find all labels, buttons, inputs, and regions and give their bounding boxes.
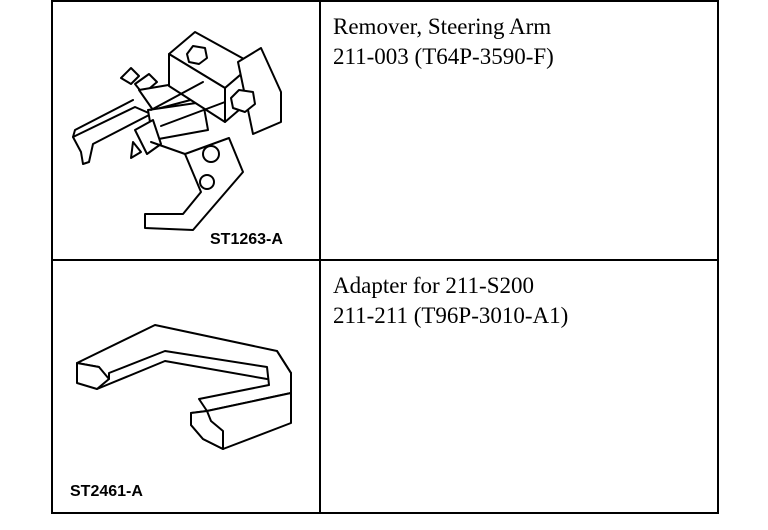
row-divider	[53, 259, 717, 261]
column-divider	[319, 2, 321, 512]
tool-illustration-cell: ST2461-A	[53, 261, 319, 514]
tool-description-cell: Remover, Steering Arm 211-003 (T64P-3590…	[321, 2, 717, 259]
special-tools-table: ST1263-A Remover, Steering Arm 211-003 (…	[51, 0, 719, 514]
tool-illustration-cell: ST1263-A	[53, 2, 319, 259]
tool-name: Remover, Steering Arm	[333, 14, 552, 39]
tool-number: 211-003 (T64P-3590-F)	[333, 44, 554, 69]
tool-number: 211-211 (T96P-3010-A1)	[333, 303, 569, 328]
tool-name: Adapter for 211-S200	[333, 273, 534, 298]
illustration-code: ST1263-A	[210, 231, 283, 248]
tool-description-cell: Adapter for 211-S200 211-211 (T96P-3010-…	[321, 261, 717, 514]
steering-arm-remover-illustration	[72, 31, 282, 231]
adapter-bracket-illustration	[76, 324, 292, 450]
illustration-code: ST2461-A	[70, 483, 143, 500]
